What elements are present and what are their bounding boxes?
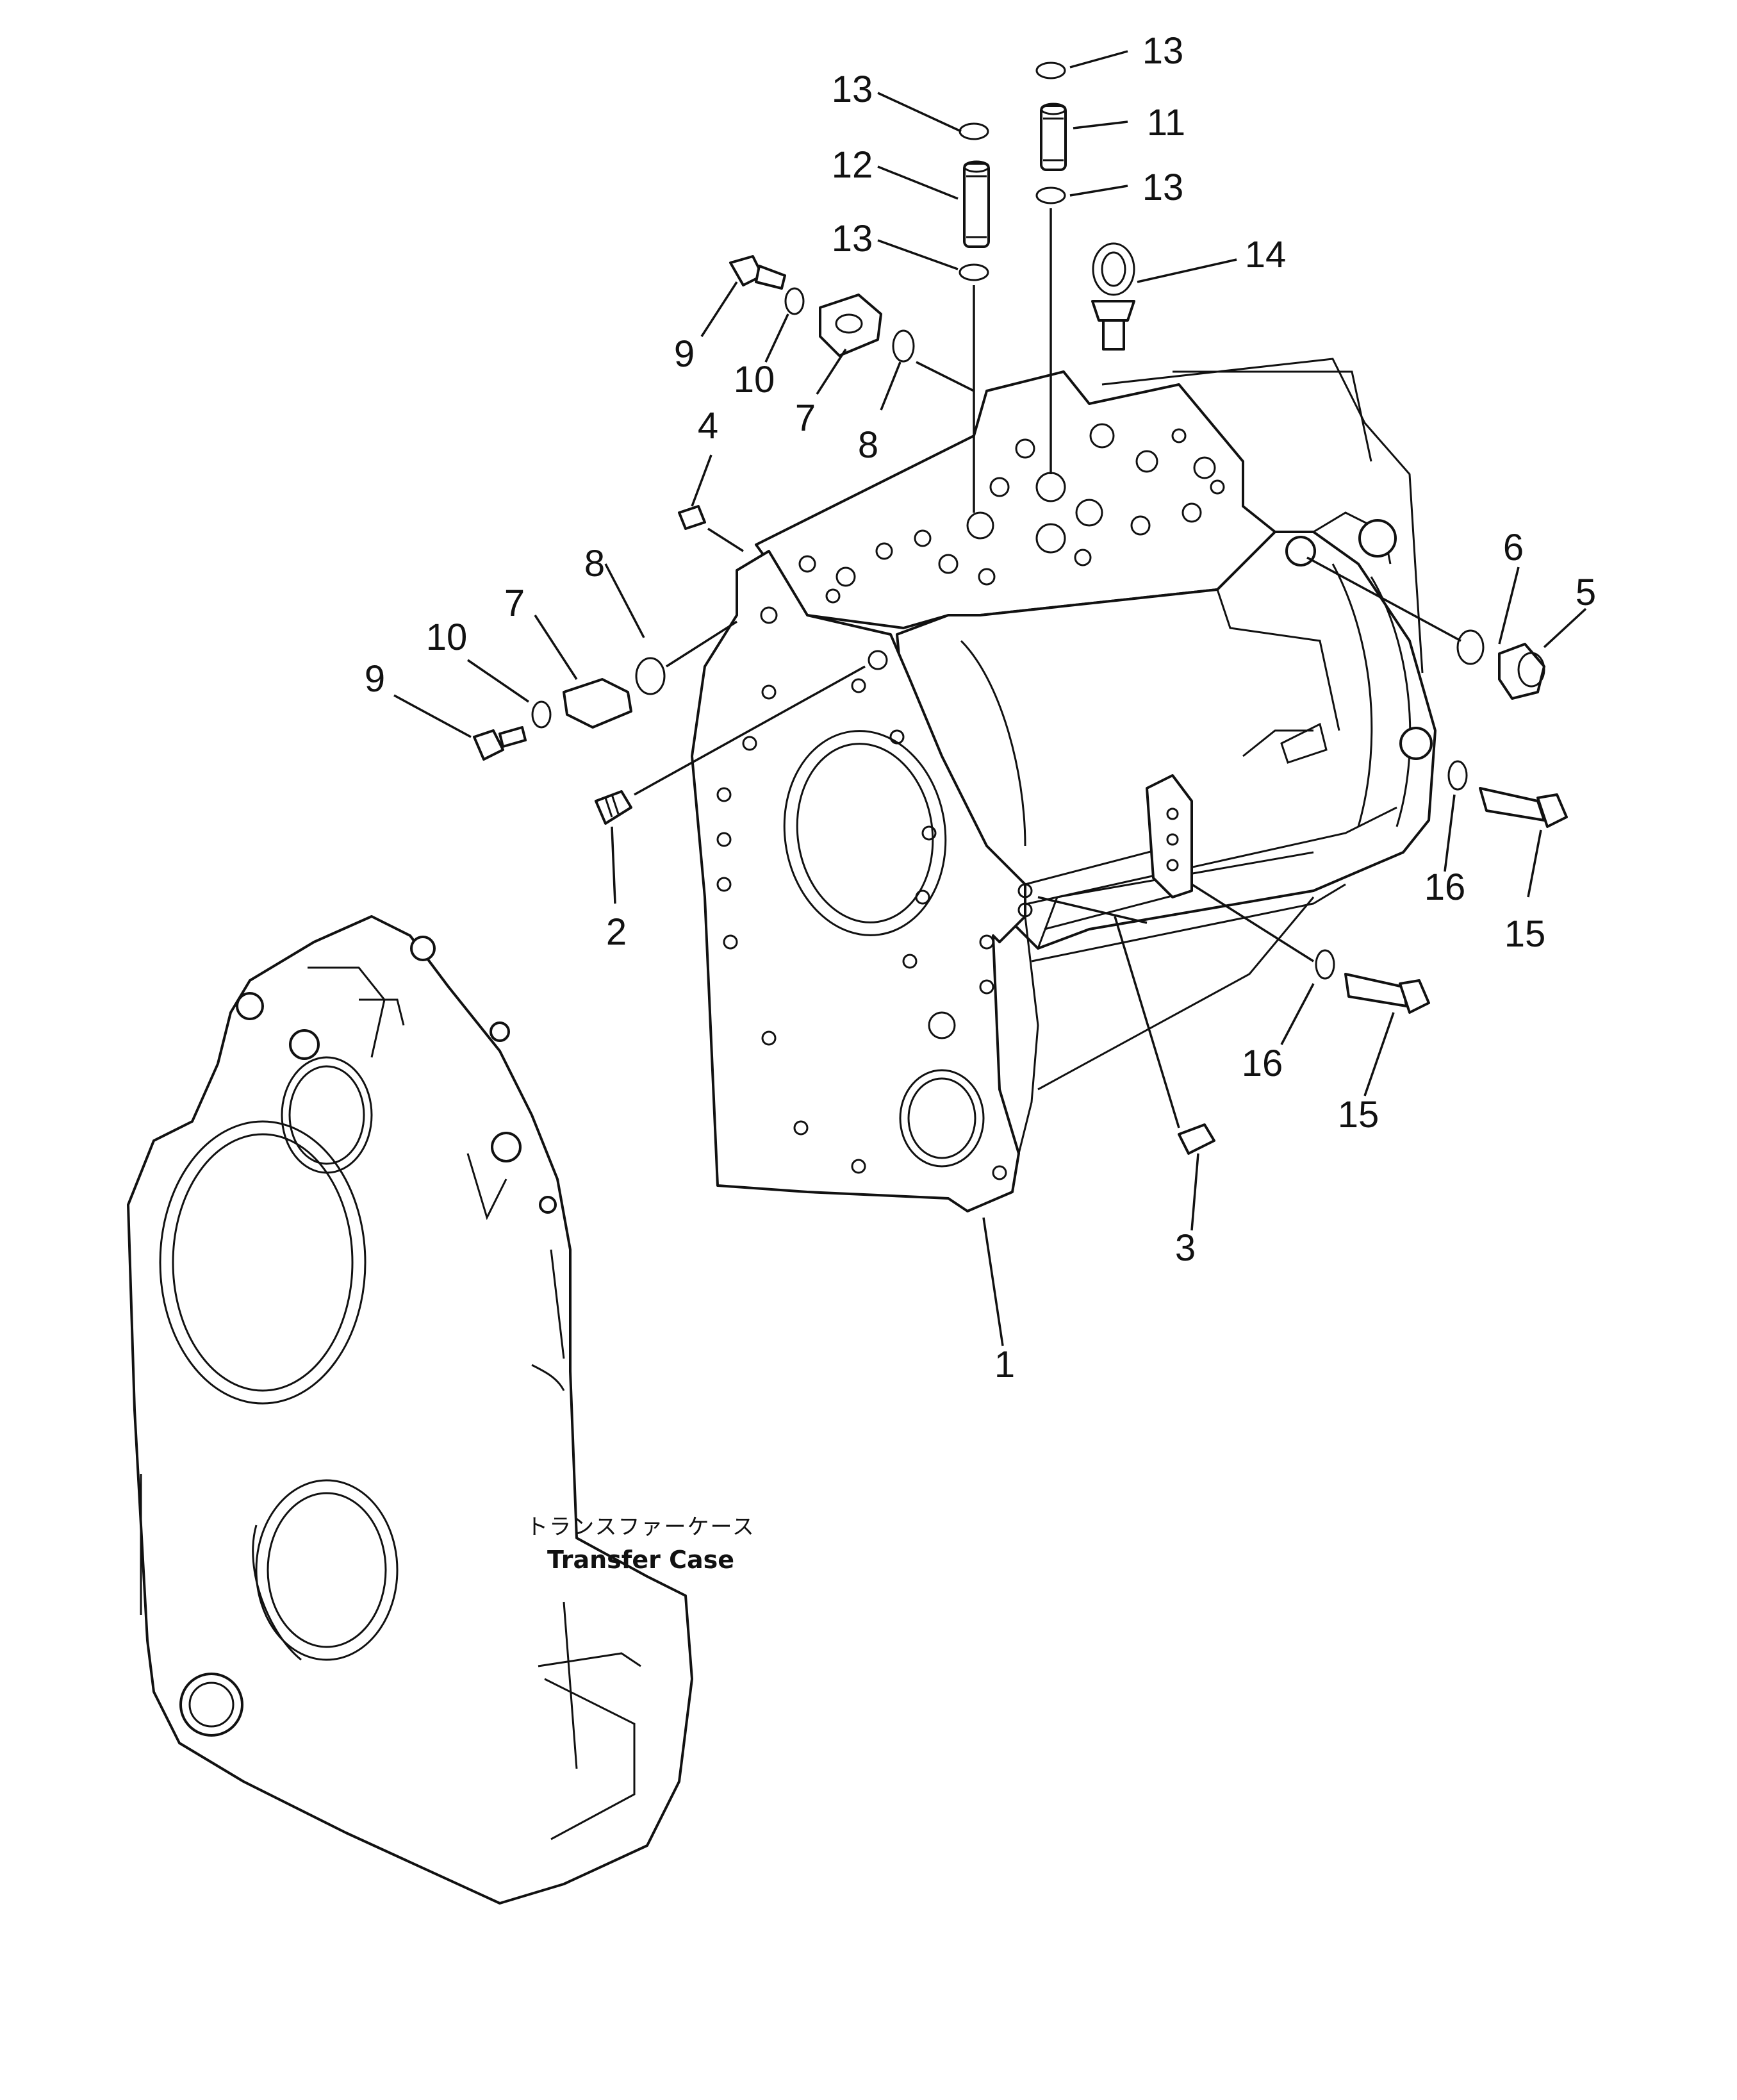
bolt-part-9-upper [729,255,786,290]
callout-part-13-top-right: 13 [1142,30,1184,72]
callout-part-4: 4 [697,405,719,447]
leader-lines [393,50,1587,1346]
callout-part-13-top-left: 13 [831,69,873,110]
o-ring-part-13-c [959,122,989,140]
washer-part-16-upper [1447,760,1468,791]
callout-part-16-lower: 16 [1241,1043,1283,1084]
plug-part-4 [678,505,706,530]
cover-part-7-upper [819,294,882,357]
bolt-part-15-lower [1344,973,1430,1014]
callout-part-9-upper: 9 [673,333,695,375]
callout-part-7-lower: 7 [504,583,525,624]
tube-part-12 [963,160,990,248]
o-ring-part-13-d [959,263,989,281]
callout-part-9-lower: 9 [364,658,386,700]
transfer-case-label-english: Transfer Case [547,1546,734,1574]
callout-part-11: 11 [1146,102,1186,144]
o-ring-part-13-a [1035,62,1066,79]
callout-part-13-mid-left: 13 [831,218,873,260]
callout-part-3: 3 [1174,1227,1196,1269]
callout-part-5: 5 [1575,572,1597,613]
callout-part-8-upper: 8 [857,424,879,466]
transfer-case-label-japanese: トランスファーケース [526,1514,755,1540]
eye-bolt-part-14 [1091,242,1135,351]
cover-part-7-lower [563,678,632,729]
callout-part-12: 12 [831,144,873,186]
transfer-case-outline [127,915,693,1905]
bolt-part-15-upper [1479,787,1568,828]
washer-part-10-lower [531,700,552,729]
callout-part-6: 6 [1502,527,1524,568]
o-ring-part-13-b [1035,186,1066,204]
callout-part-1: 1 [994,1344,1016,1385]
callout-part-7-upper: 7 [794,397,816,439]
callout-part-8-lower: 8 [584,543,605,584]
callout-part-13-mid-right: 13 [1142,167,1184,208]
plug-part-2 [595,790,632,825]
callout-part-15-upper: 15 [1504,913,1546,955]
callout-part-2: 2 [605,911,627,953]
transfer-case-caption: トランスファーケース Transfer Case [526,1509,755,1574]
o-ring-part-6 [1456,629,1485,665]
washer-part-16-lower [1315,949,1335,980]
callout-part-16-upper: 16 [1424,866,1466,908]
bolt-part-9-lower [473,726,527,761]
callout-part-15-lower: 15 [1337,1094,1379,1136]
callout-part-10-upper: 10 [733,359,775,401]
plug-part-3 [1178,1123,1215,1155]
callout-part-10-lower: 10 [425,616,468,658]
tube-part-11 [1040,103,1067,171]
plug-part-5 [1498,643,1545,700]
transmission-case-body [691,358,1437,1212]
o-ring-part-8-lower [635,657,666,695]
o-ring-part-8-upper [892,329,915,363]
callout-part-14: 14 [1244,234,1287,276]
washer-part-10-upper [784,287,805,315]
